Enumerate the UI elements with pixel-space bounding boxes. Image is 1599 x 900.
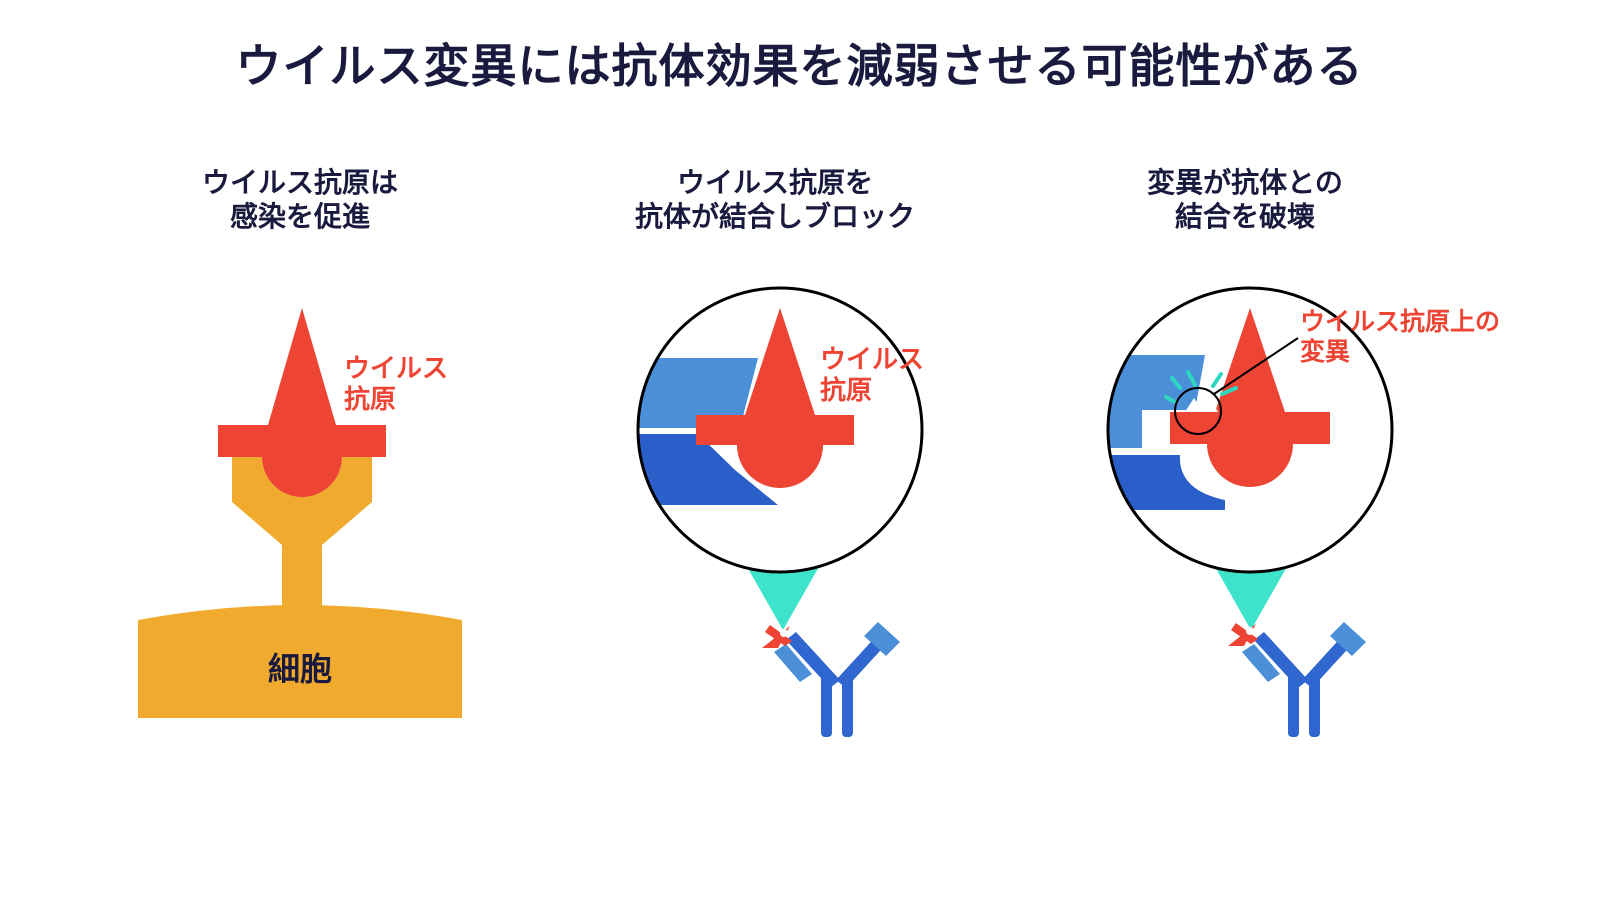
panel3-title-line2: 結合を破壊 (1174, 200, 1315, 233)
mutation-label-line2: 変異 (1300, 337, 1350, 366)
panel3-graphic: ウイルス抗原上の 変異 (1106, 286, 1500, 737)
cell-label: 細胞 (268, 650, 332, 688)
panel1-title-line2: 感染を促進 (229, 200, 370, 233)
zoom-circle (636, 286, 924, 574)
panel1-title: ウイルス抗原は 感染を促進 (90, 166, 510, 234)
panel1-title-line1: ウイルス抗原は (201, 166, 398, 199)
panel2-title-line1: ウイルス抗原を (676, 166, 873, 199)
mutation-marks (1164, 370, 1238, 404)
page-title: ウイルス変異には抗体効果を減弱させる可能性がある (235, 39, 1364, 93)
virus-antigen-zoomed (696, 308, 854, 488)
virus-antigen-mutated (1170, 308, 1330, 487)
panel2-title: ウイルス抗原を 抗体が結合しブロック (565, 166, 985, 234)
antigen-label-line2: 抗原 (820, 375, 872, 406)
panel2-graphic: ウイルス 抗原 (636, 286, 924, 737)
zoom-view (1108, 288, 1392, 572)
zoom-circle (1106, 286, 1394, 574)
antigen-label-line2: 抗原 (344, 384, 396, 415)
zoom-view (638, 288, 922, 572)
antibody (774, 622, 900, 737)
antigen-label-line1: ウイルス (344, 354, 448, 384)
mutation-highlight-circle (1174, 387, 1222, 435)
receptor-shape (232, 457, 372, 610)
panel2-title-line2: 抗体が結合しブロック (634, 200, 915, 233)
antigen-small (762, 625, 792, 648)
panel1-graphic: 細胞 ウイルス 抗原 (138, 308, 462, 718)
antigen-label-line1: ウイルス (820, 345, 924, 375)
antibody (1242, 622, 1366, 737)
virus-antigen (218, 308, 386, 497)
cell-shape (138, 605, 462, 718)
panel3-title-line1: 変異が抗体との (1147, 166, 1343, 199)
zoom-cone (1214, 565, 1288, 630)
mutation-label-line1: ウイルス抗原上の (1300, 307, 1500, 336)
zoom-cone (746, 565, 820, 630)
antigen-small (1228, 623, 1258, 646)
mutation-pointer-line (1213, 337, 1299, 395)
panel3-title: 変異が抗体との 結合を破壊 (1035, 166, 1455, 234)
